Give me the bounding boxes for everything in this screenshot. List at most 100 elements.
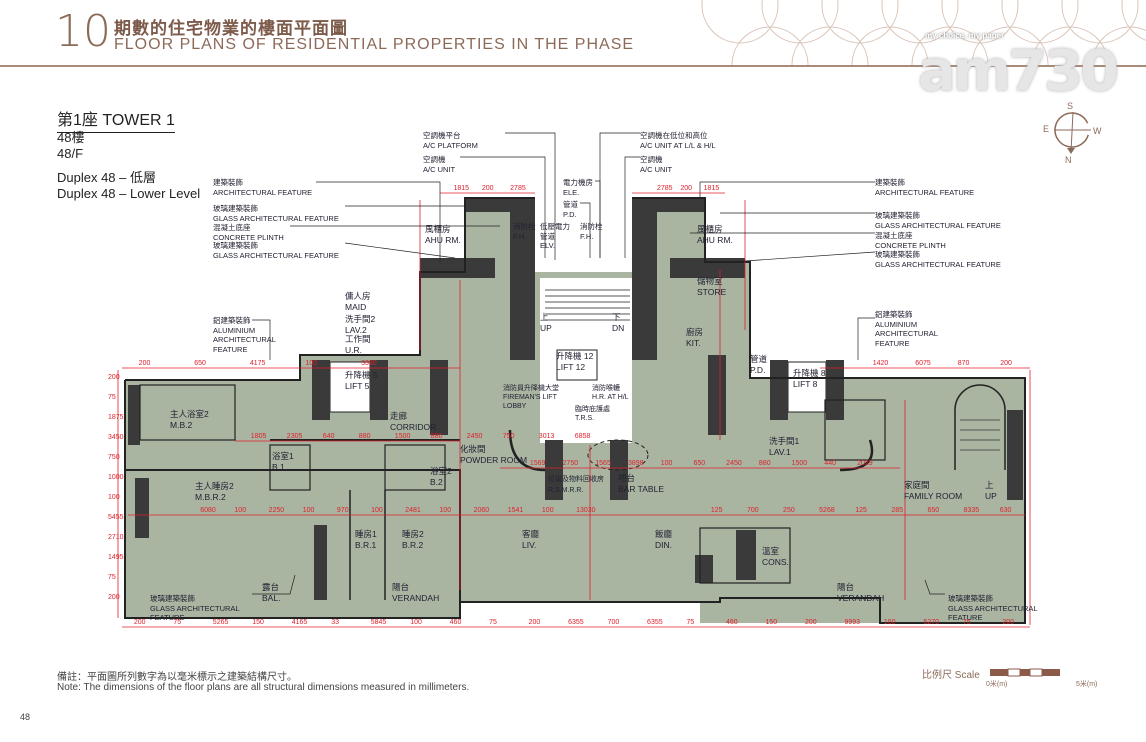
room-name-en: P.D. — [750, 365, 766, 375]
room-name-en: UP — [985, 491, 997, 501]
dimension-label: 1500 — [791, 460, 808, 467]
dimension-label: 13030 — [576, 507, 596, 514]
dimension-label: 5455 — [108, 514, 124, 521]
callout-zh: 玻璃建築裝飾 — [875, 211, 920, 220]
dimension-label: 640 — [322, 433, 335, 440]
dimension-label: 2450 — [726, 460, 742, 467]
callout-zh: 玻璃建築裝飾 — [948, 594, 993, 603]
dimension-label: 2750 — [562, 460, 579, 467]
room-name-zh: 露台 — [262, 582, 280, 592]
room-name-zh: 垃圾及物料回收房 — [548, 476, 604, 483]
room-name-en: DN — [612, 323, 625, 333]
room-name-en: M.B.R.2 — [195, 492, 226, 502]
dimension-label: 5265 — [212, 619, 229, 626]
callout-en: ARCHITECTURAL FEATURE — [213, 187, 313, 197]
scale-label: 比例尺 Scale — [922, 670, 980, 681]
room-name-en: FAMILY ROOM — [904, 491, 963, 501]
callout-zh: 玻璃建築裝飾 — [213, 241, 258, 250]
section-number: 10 — [55, 6, 111, 57]
dimension-label: 2785 — [510, 185, 526, 192]
dimension-label: 650 — [194, 360, 206, 367]
callout-zh: 鋁建築裝飾 — [875, 310, 913, 319]
room-name-en: DIN. — [655, 540, 672, 550]
scale-max: 5米(m) — [1076, 681, 1098, 688]
callout-en: A/C PLATFORM — [423, 140, 478, 150]
dimension-label: 100 — [371, 507, 383, 514]
dimension-label: 1495 — [108, 554, 124, 561]
room-name-zh: 升降機 5 — [345, 370, 378, 380]
dimension-label: 2785 — [657, 185, 673, 192]
room-name-en: VERANDAH — [392, 593, 440, 603]
dimension-label: 200 — [528, 619, 541, 626]
room-name-zh: 廚房 — [686, 327, 704, 337]
dimension-label: 2250 — [268, 507, 285, 514]
dimension-label: 250 — [783, 507, 795, 514]
room-name-en: LIFT 12 — [556, 362, 586, 372]
compass-s: S — [1067, 101, 1074, 111]
callout-zh: 管道 — [563, 200, 578, 209]
dimension-label: 750 — [108, 454, 120, 461]
dimension-label: 1500 — [394, 433, 411, 440]
scale-min: 0米(m) — [986, 681, 1008, 688]
callout-zh: 建築裝飾 — [213, 178, 243, 187]
room-name-zh: 上 — [540, 312, 549, 322]
room-label: 消防員升降機大堂 FIREMAN'S LIFT LOBBY — [503, 384, 565, 411]
dimension-label: 650 — [927, 507, 940, 514]
dimension-label: 100 — [660, 460, 673, 467]
page-number: 48 — [20, 712, 31, 722]
dimension-label: 1875 — [108, 414, 124, 421]
dimension-label: 1565 — [595, 460, 611, 467]
callout-zh: 低壓電力管道 — [540, 222, 570, 241]
duplex-zh: Duplex 48 – 低層 — [57, 170, 156, 185]
room-name-en: LIV. — [522, 540, 537, 550]
dimension-label: 630 — [999, 507, 1012, 514]
callout-zh: 電力機房 — [563, 178, 593, 187]
dimension-label: 880 — [358, 433, 371, 440]
dimension-label: 75 — [489, 619, 497, 626]
room-name-en: FIREMAN'S LIFT LOBBY — [503, 394, 557, 410]
stairs — [545, 289, 1000, 451]
note-zh: 備註：平面圖所列數字為以毫米標示之建築結構尺寸。 — [57, 672, 297, 683]
room-name-zh: 升降機 12 — [556, 351, 594, 361]
dimension-label: 33 — [331, 619, 340, 626]
room-name-en: U.R. — [345, 345, 362, 355]
scale-bar — [990, 668, 1060, 677]
room-name-zh: 走廊 — [390, 411, 408, 421]
lift-12-shaft — [556, 349, 598, 381]
dimension-label: 9993 — [844, 619, 861, 626]
callout-zh: 玻璃建築裝飾 — [875, 250, 920, 259]
callout-zh: 建築裝飾 — [875, 178, 905, 187]
dimension-label: 5268 — [819, 507, 835, 514]
dimension-label: 880 — [758, 460, 771, 467]
room-name-zh: 洗手間1 — [769, 436, 800, 446]
dimension-label: 150 — [252, 619, 264, 626]
room-name-zh: 消防喉轆 — [592, 385, 620, 392]
dimension-label: 125 — [855, 507, 867, 514]
dimension-label: 880 — [430, 433, 443, 440]
section-title-en: FLOOR PLANS OF RESIDENTIAL PROPERTIES IN… — [114, 36, 635, 53]
room-name-zh: 消防員升降機大堂 — [503, 385, 559, 392]
dimension-label: 460 — [726, 619, 738, 626]
dimension-label: 125 — [710, 507, 723, 514]
dimension-label: 100 — [108, 494, 120, 501]
callout-en: A/C UNIT — [423, 164, 456, 174]
dimension-lines — [117, 192, 1031, 628]
dimension-label: 75 — [962, 619, 971, 626]
dimension-label: 2710 — [108, 534, 124, 541]
